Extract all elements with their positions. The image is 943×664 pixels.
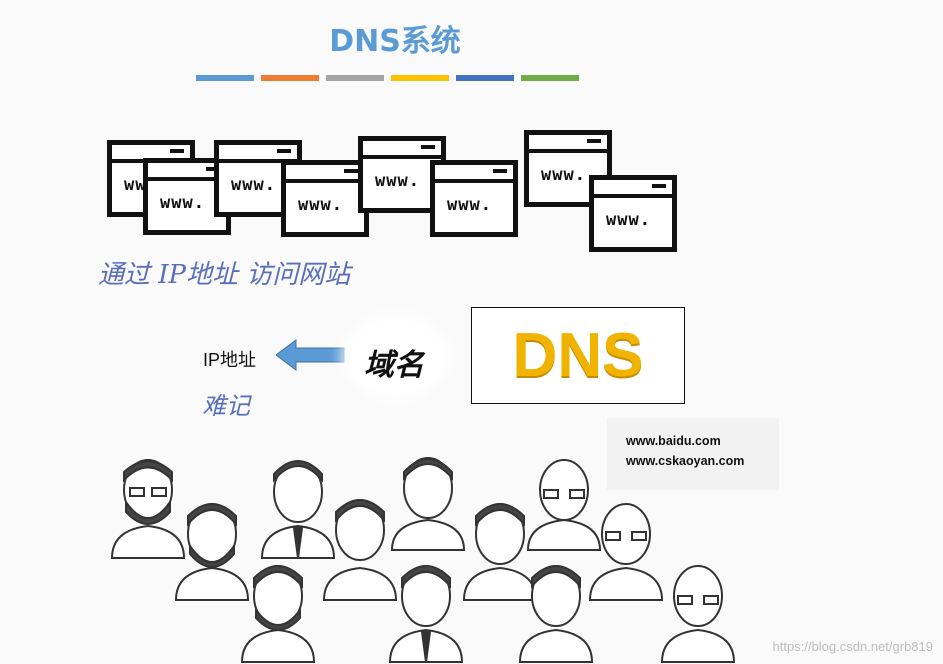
accent-bar-yellow: [391, 75, 449, 81]
person-icon: [526, 459, 602, 551]
person-icon: [660, 565, 736, 663]
browser-url-text: www.: [541, 165, 586, 185]
person-icon: [240, 565, 316, 663]
browser-url-text: www.: [606, 210, 651, 230]
domain-name-label: 域名: [364, 348, 424, 383]
accent-bar-gray: [326, 75, 384, 81]
left-arrow-icon: [276, 339, 345, 371]
person-icon: [110, 459, 186, 559]
handwritten-note-access: 通过 IP地址 访问网站: [98, 260, 351, 290]
people-crowd-illustration: [110, 457, 736, 663]
accent-bar-green: [521, 75, 579, 81]
url-baidu: www.baidu.com: [626, 434, 721, 448]
browser-url-text: www.: [160, 193, 205, 213]
person-icon: [588, 503, 664, 601]
person-icon: [260, 460, 336, 559]
person-icon: [322, 499, 398, 601]
slide-title: DNS系统: [329, 24, 461, 59]
browser-url-text: www.: [231, 175, 276, 195]
browser-window-icon: www.: [281, 160, 369, 237]
person-icon: [462, 503, 538, 601]
url-cskaoyan: www.cskaoyan.com: [626, 454, 745, 468]
ip-address-label: IP地址: [203, 350, 257, 370]
person-icon: [518, 565, 594, 663]
url-panel: www.baidu.com www.cskaoyan.com: [607, 418, 779, 490]
browser-url-text: www.: [447, 195, 492, 215]
dns-box: DNS: [471, 307, 685, 404]
handwritten-note-hard-to-remember: 难记: [202, 392, 250, 420]
person-icon: [174, 503, 250, 601]
browser-url-text: www.: [298, 195, 343, 215]
dns-label: DNS: [512, 321, 644, 390]
browser-window-icon: www.: [430, 160, 518, 237]
accent-bar-orange: [261, 75, 319, 81]
person-icon: [390, 457, 466, 551]
accent-bar-darkblue: [456, 75, 514, 81]
domain-cloud-shape: [350, 322, 442, 392]
person-icon: [388, 565, 464, 663]
accent-bar-blue: [196, 75, 254, 81]
watermark-text: https://blog.csdn.net/grb819: [772, 639, 933, 654]
browser-window-icon: www.: [589, 175, 677, 252]
browser-url-text: www.: [375, 171, 420, 191]
